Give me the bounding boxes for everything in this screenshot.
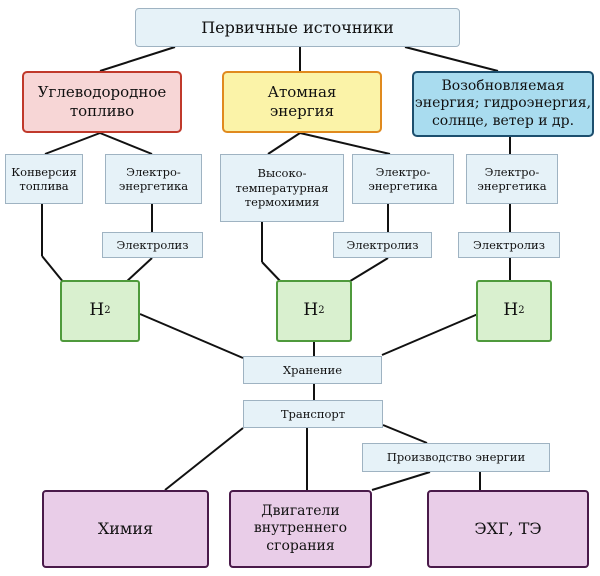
combustion-engines-box: Двигатели внутреннего сгорания [229,490,372,568]
hydrogen-symbol: H [503,300,519,321]
electro-energy-box-2: Электро- энергетика [352,154,454,204]
fuel-conversion-box: Конверсия топлива [5,154,83,204]
hydrogen-symbol: H [89,300,105,321]
fossil-fuel-box: Углеводородное топливо [22,71,182,133]
thermochemistry-box: Высоко- температурная термохимия [220,154,344,222]
electrolysis-box-1: Электролиз [102,232,203,258]
electro-energy-box-1: Электро- энергетика [105,154,202,204]
electro-energy-box-3: Электро- энергетика [466,154,558,204]
energy-production-box: Производство энергии [362,443,550,472]
fuel-cells-box: ЭХГ, ТЭ [427,490,589,568]
renewable-energy-box: Возобновляемая энергия; гидроэнергия, со… [412,71,594,137]
hydrogen-subscript: 2 [104,304,111,316]
electrolysis-box-2: Электролиз [333,232,432,258]
electrolysis-box-3: Электролиз [458,232,560,258]
hydrogen-subscript: 2 [318,304,325,316]
transport-box: Транспорт [243,400,383,428]
primary-sources-box: Первичные источники [135,8,460,47]
storage-box: Хранение [243,356,382,384]
hydrogen-subscript: 2 [518,304,525,316]
hydrogen-symbol: H [303,300,319,321]
nuclear-energy-box: Атомная энергия [222,71,382,133]
chemistry-box: Химия [42,490,209,568]
